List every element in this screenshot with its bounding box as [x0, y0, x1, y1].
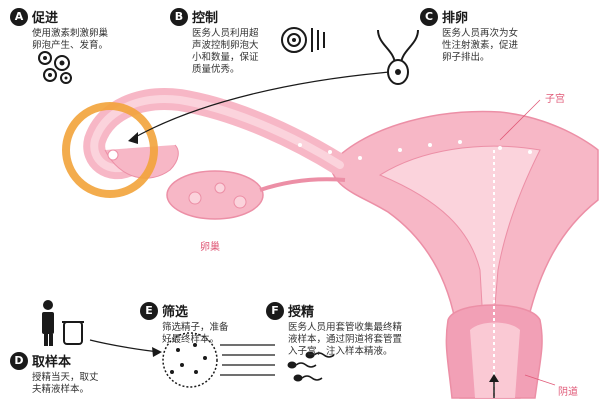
step-b: B 控制 医务人员利用超 声波控制卵泡大 小和数量，保证 质量优秀。 [170, 6, 285, 76]
ovary [166, 170, 264, 220]
sample-arrowhead [152, 347, 162, 357]
ovary-label: 卵巢 [200, 242, 220, 253]
step-badge: D [10, 351, 28, 370]
step-title: 授精 [288, 305, 315, 320]
step-title: 控制 [192, 11, 219, 26]
ultrasound-icon [281, 27, 325, 53]
step-description: 医务人员用套管收集最终精 液样本，通过阴道将套管置 入子宫，注入样本精液。 [288, 322, 403, 357]
ovary-follicle [188, 191, 202, 205]
sperm-sample-icon [162, 332, 218, 388]
selection-arrows [220, 344, 275, 376]
step-description: 医务人员利用超 声波控制卵泡大 小和数量，保证 质量优秀。 [192, 28, 259, 75]
step-badge: E [140, 301, 158, 320]
step-description: 授精当天，取丈 夫精液样本。 [32, 372, 99, 395]
ovary-follicle [233, 195, 247, 209]
sperm-in-tube [298, 140, 532, 160]
uterus-label: 子宫 [545, 94, 565, 105]
step-description: 医务人员再次为女 性注射激素，促进 卵子排出。 [442, 28, 519, 63]
step-title: 取样本 [32, 355, 72, 370]
fimbriae [104, 144, 179, 179]
step-badge: A [10, 7, 28, 26]
egg [107, 149, 119, 161]
vagina-label: 阴道 [558, 387, 578, 398]
fallopian-tube-core [90, 95, 344, 173]
step-badge: B [170, 7, 188, 26]
step-description: 筛选精子，准备 好最终样本。 [162, 322, 229, 345]
step-c: C 排卵 医务人员再次为女 性注射激素，促进 卵子排出。 [420, 6, 560, 64]
follicle-icon [38, 51, 72, 84]
highlight-ring [62, 102, 158, 198]
ovary-follicle [214, 182, 226, 194]
step-d: D 取样本 授精当天，取丈 夫精液样本。 [10, 350, 150, 396]
ovulation-arrowhead [128, 132, 138, 144]
step-title: 促进 [32, 11, 59, 26]
vagina-leader [524, 374, 556, 386]
uterus-leader [499, 99, 541, 141]
step-title: 排卵 [442, 11, 469, 26]
uterine-cavity [378, 145, 541, 341]
step-f: F 授精 医务人员用套管收集最终精 液样本，通过阴道将套管置 入子宫，注入样本精液… [266, 300, 426, 358]
step-e: E 筛选 筛选精子，准备 好最终样本。 [140, 300, 260, 346]
egg-release-icon [377, 29, 419, 85]
ovulation-arrow [129, 71, 391, 141]
step-badge: C [420, 7, 438, 26]
step-title: 筛选 [162, 305, 189, 320]
step-description: 使用激素刺激卵巢 卵泡产生、发育。 [32, 28, 109, 51]
sperm-icon [287, 351, 335, 382]
step-a: A 促进 使用激素刺激卵巢 卵泡产生、发育。 [10, 6, 140, 52]
sample-icon [42, 300, 84, 346]
insertion-arrowhead [489, 374, 499, 382]
step-badge: F [266, 301, 284, 320]
ovarian-ligament [259, 177, 346, 192]
